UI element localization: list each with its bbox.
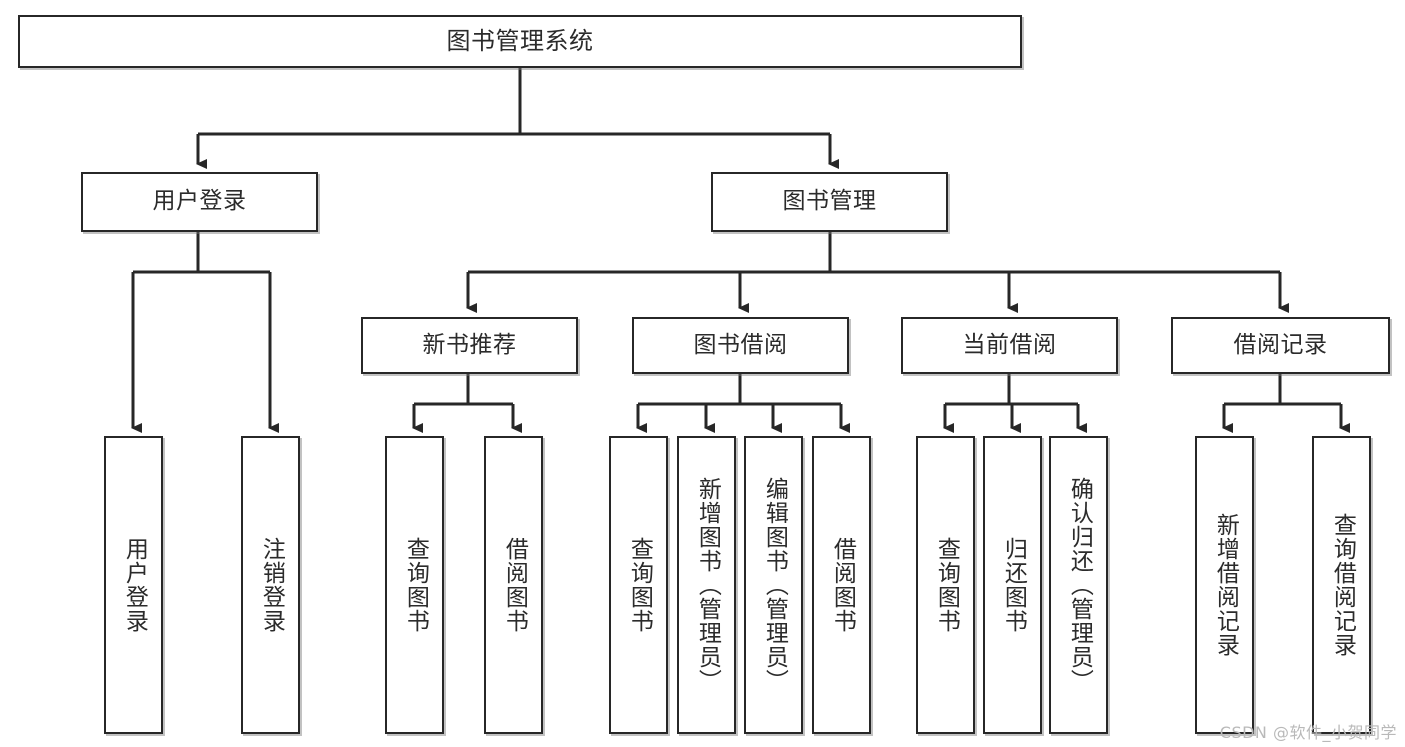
- leaf-user-login[interactable]: 用户登录: [104, 436, 163, 734]
- node-book-borrow[interactable]: 图书借阅: [632, 317, 849, 374]
- leaf-newbook-query-book[interactable]: 查询图书: [385, 436, 444, 734]
- node-label: 图书管理系统: [446, 27, 594, 56]
- node-label: 确认归还（管理员）: [1066, 477, 1093, 693]
- node-current-borrow[interactable]: 当前借阅: [901, 317, 1118, 374]
- node-label: 用户登录: [152, 188, 247, 215]
- leaf-borrow-edit-book-admin[interactable]: 编辑图书（管理员）: [744, 436, 803, 734]
- node-label: 当前借阅: [962, 331, 1057, 358]
- leaf-current-confirm-return-admin[interactable]: 确认归还（管理员）: [1049, 436, 1108, 734]
- leaf-current-query-book[interactable]: 查询图书: [916, 436, 975, 734]
- node-label: 查询借阅记录: [1329, 513, 1356, 657]
- leaf-current-return-book[interactable]: 归还图书: [983, 436, 1042, 734]
- node-label: 用户登录: [121, 537, 148, 633]
- node-new-book-recommend[interactable]: 新书推荐: [361, 317, 578, 374]
- leaf-record-query-borrow-record[interactable]: 查询借阅记录: [1312, 436, 1371, 734]
- leaf-borrow-query-book[interactable]: 查询图书: [609, 436, 668, 734]
- node-label: 查询图书: [402, 537, 429, 633]
- node-label: 归还图书: [1000, 537, 1027, 633]
- node-label: 借阅图书: [829, 537, 856, 633]
- node-borrow-record[interactable]: 借阅记录: [1171, 317, 1390, 374]
- node-label: 新书推荐: [422, 331, 517, 358]
- node-label: 借阅图书: [501, 537, 528, 633]
- node-label: 查询图书: [933, 537, 960, 633]
- node-label: 借阅记录: [1233, 331, 1328, 358]
- node-label: 注销登录: [258, 537, 285, 633]
- leaf-borrow-add-book-admin[interactable]: 新增图书（管理员）: [677, 436, 736, 734]
- node-label: 新增图书（管理员）: [694, 477, 721, 693]
- leaf-newbook-borrow-book[interactable]: 借阅图书: [484, 436, 543, 734]
- node-root-system[interactable]: 图书管理系统: [18, 15, 1022, 68]
- leaf-record-add-borrow-record[interactable]: 新增借阅记录: [1195, 436, 1254, 734]
- node-user-login[interactable]: 用户登录: [81, 172, 318, 232]
- node-label: 新增借阅记录: [1212, 513, 1239, 657]
- node-label: 编辑图书（管理员）: [761, 477, 788, 693]
- leaf-borrow-borrow-book[interactable]: 借阅图书: [812, 436, 871, 734]
- watermark: CSDN @软件_小贺同学: [1219, 723, 1397, 742]
- node-label: 查询图书: [626, 537, 653, 633]
- node-label: 图书管理: [782, 188, 877, 215]
- leaf-user-logout[interactable]: 注销登录: [241, 436, 300, 734]
- node-label: 图书借阅: [693, 331, 788, 358]
- node-book-manage[interactable]: 图书管理: [711, 172, 948, 232]
